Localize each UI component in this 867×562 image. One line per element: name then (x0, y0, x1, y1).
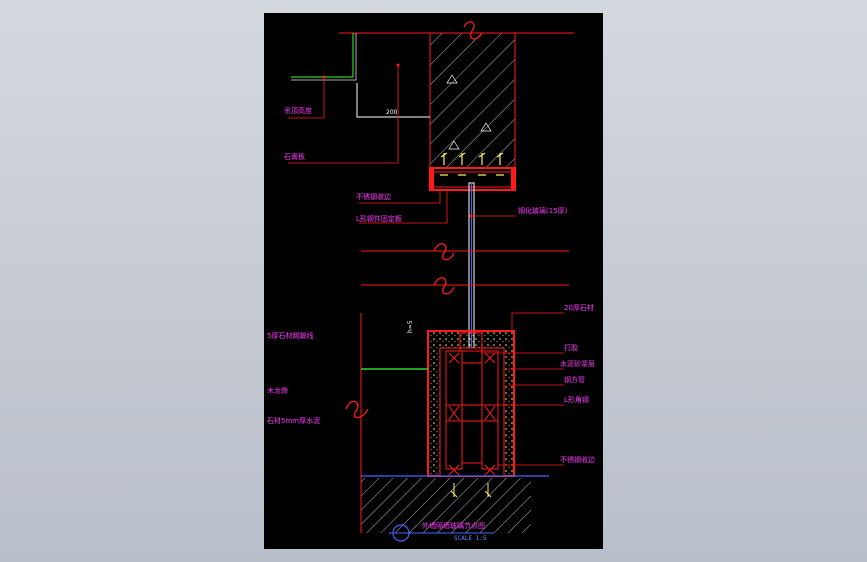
label-glass-spec: 钢化玻璃(15厚) (518, 206, 568, 215)
mid-break-lines (361, 243, 569, 295)
top-bracket-assembly (429, 152, 516, 191)
floor-slab (345, 313, 549, 533)
label-top-dim: 200 (386, 109, 398, 116)
label-left-1: 5厚石材踢脚线 (267, 331, 313, 340)
label-steel-tube: 钢方管 (564, 375, 585, 384)
annotation-labels: 吊顶高度 石膏板 200 不锈钢收边 L形钢件固定板 钢化玻璃(15厚) 20厚… (267, 106, 595, 464)
drawing-scale: SCALE 1:5 (454, 535, 487, 542)
label-left-2: 木龙骨 (267, 386, 288, 395)
bottom-base-assembly (427, 330, 515, 498)
label-top-left-2: 石膏板 (284, 152, 305, 161)
drawing-title-block: 外墙隔墙玻璃节点图 SCALE 1:5 (389, 521, 494, 542)
label-glass-edge-top: 不锈钢收边 (356, 192, 391, 201)
cad-drawing-viewport[interactable]: 吊顶高度 石膏板 200 不锈钢收边 L形钢件固定板 钢化玻璃(15厚) 20厚… (264, 13, 603, 549)
upper-concrete-wall (429, 32, 516, 169)
glass-pane (468, 182, 475, 349)
drawing-title: 外墙隔墙玻璃节点图 (422, 521, 485, 530)
label-glass-edge-bottom: 不锈钢收边 (560, 455, 595, 464)
label-angle-bracket: L形钢件固定板 (356, 214, 402, 223)
label-left-3: 石材5mm厚水泥 (267, 416, 320, 425)
label-top-left-1: 吊顶高度 (284, 106, 312, 115)
leader-lines (288, 65, 564, 466)
label-mortar: 水泥砂浆层 (560, 359, 595, 368)
section-detail-drawing: 吊顶高度 石膏板 200 不锈钢收边 L形钢件固定板 钢化玻璃(15厚) 20厚… (267, 21, 595, 542)
label-angle-steel: L形角钢 (564, 395, 589, 404)
label-sealant: 打胶 (564, 343, 578, 352)
label-dim-small: h=5 (407, 320, 414, 333)
label-stone-cap: 20厚石材 (564, 303, 594, 312)
ceiling-board (291, 33, 430, 118)
break-symbol-top (463, 21, 483, 40)
